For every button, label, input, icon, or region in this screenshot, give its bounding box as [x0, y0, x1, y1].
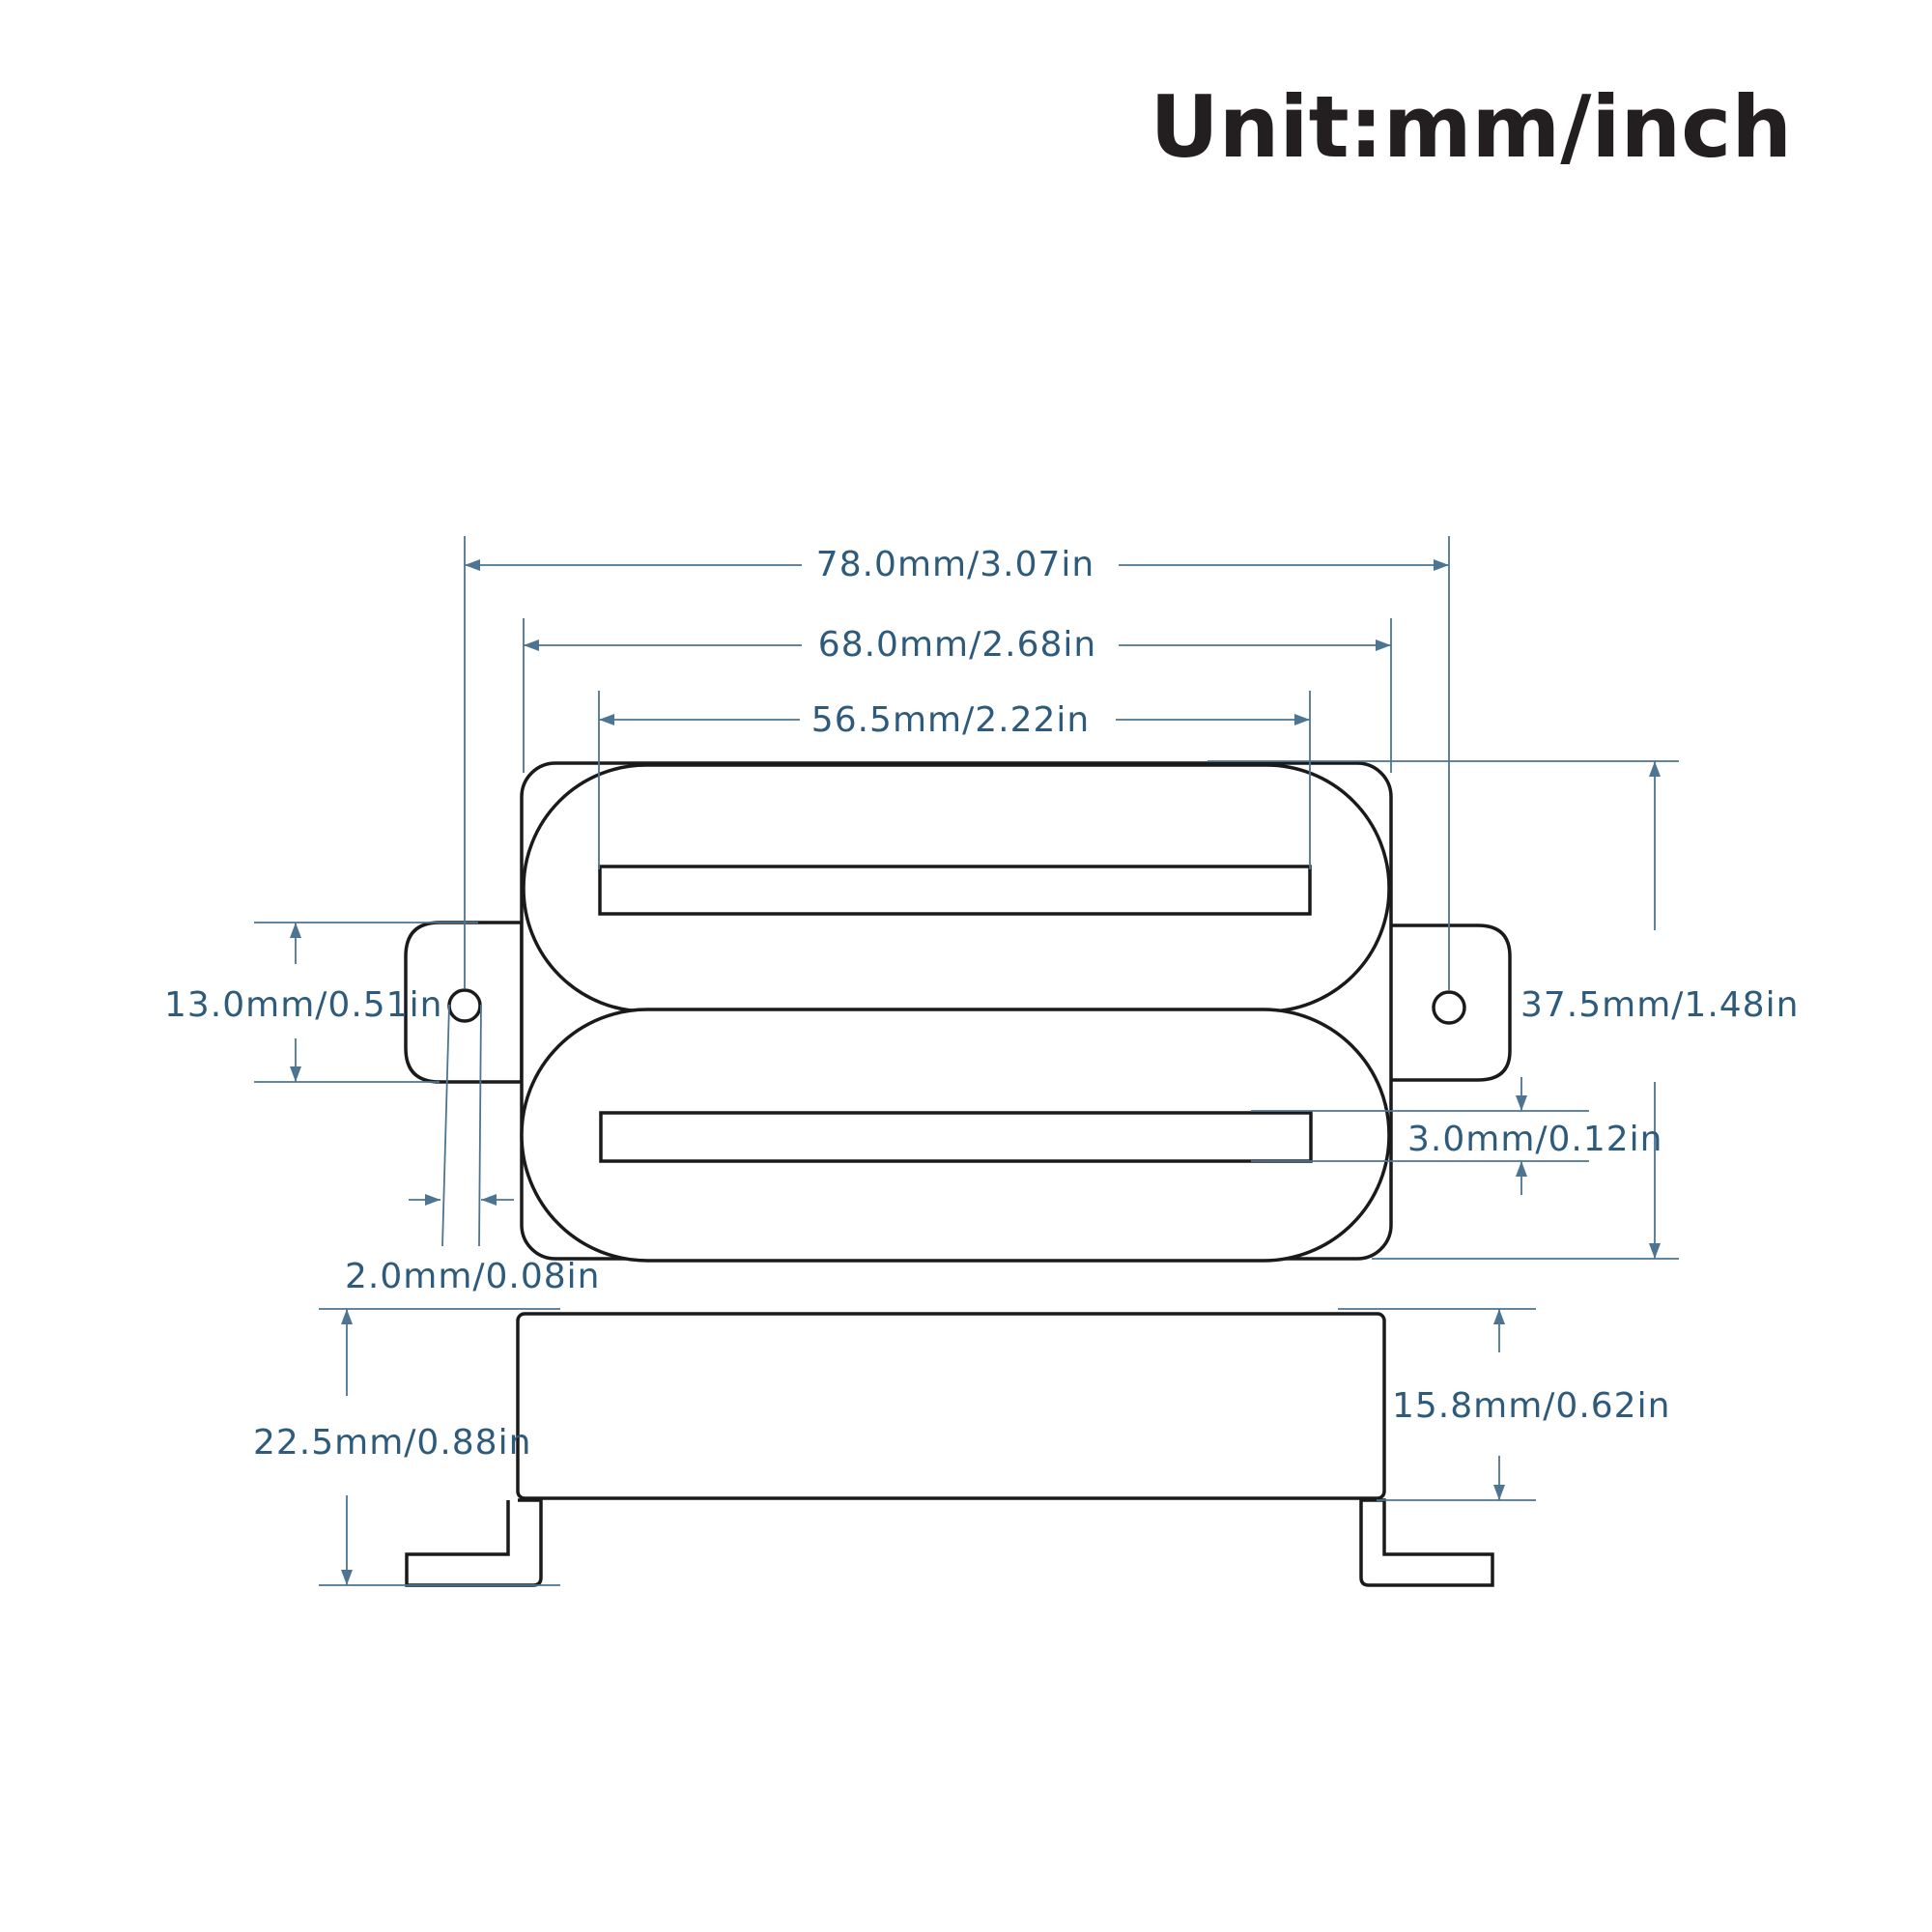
right-side-foot — [1359, 1498, 1494, 1587]
pickup-top-view — [404, 761, 1512, 1263]
hole-diameter-label: 2.0mm/0.08in — [345, 1257, 601, 1296]
upper-blade — [598, 865, 1312, 916]
dim-blade-width: 3.0mm/0.12in — [1251, 1077, 1663, 1195]
unit-title: Unit:mm/inch — [1150, 77, 1792, 177]
lower-blade — [599, 1111, 1313, 1163]
cover-length-label: 68.0mm/2.68in — [818, 625, 1096, 665]
dimension-lines: 78.0mm/3.07in 68.0mm/2.68in 56.5mm/2.22i… — [164, 536, 1799, 1586]
overall-length-label: 78.0mm/3.07in — [816, 545, 1094, 584]
dim-overall-width: 37.5mm/1.48in — [1208, 760, 1799, 1260]
side-cover-body — [516, 1312, 1386, 1500]
dim-tab-height: 13.0mm/0.51in — [164, 922, 478, 1083]
upper-coil-cover — [522, 763, 1391, 1013]
left-mounting-hole — [447, 988, 482, 1023]
dim-cover-length: 68.0mm/2.68in — [524, 625, 1391, 665]
dim-overall-length: 78.0mm/3.07in — [465, 545, 1449, 584]
dim-blade-length: 56.5mm/2.22in — [599, 700, 1310, 740]
cover-height-label: 15.8mm/0.62in — [1392, 1386, 1670, 1426]
lower-coil-cover — [520, 1008, 1391, 1263]
left-side-foot — [405, 1498, 543, 1587]
pickup-side-view — [405, 1312, 1494, 1587]
dim-cover-height: 15.8mm/0.62in — [1338, 1308, 1670, 1501]
dim-total-height: 22.5mm/0.88in — [253, 1308, 560, 1586]
blade-length-label: 56.5mm/2.22in — [811, 700, 1090, 740]
blade-width-label: 3.0mm/0.12in — [1407, 1120, 1663, 1159]
tab-height-label: 13.0mm/0.51in — [164, 985, 442, 1025]
overall-width-label: 37.5mm/1.48in — [1520, 985, 1799, 1025]
right-mounting-hole — [1432, 990, 1466, 1025]
total-height-label: 22.5mm/0.88in — [253, 1423, 531, 1463]
dim-hole-diameter: 2.0mm/0.08in — [345, 1004, 601, 1296]
